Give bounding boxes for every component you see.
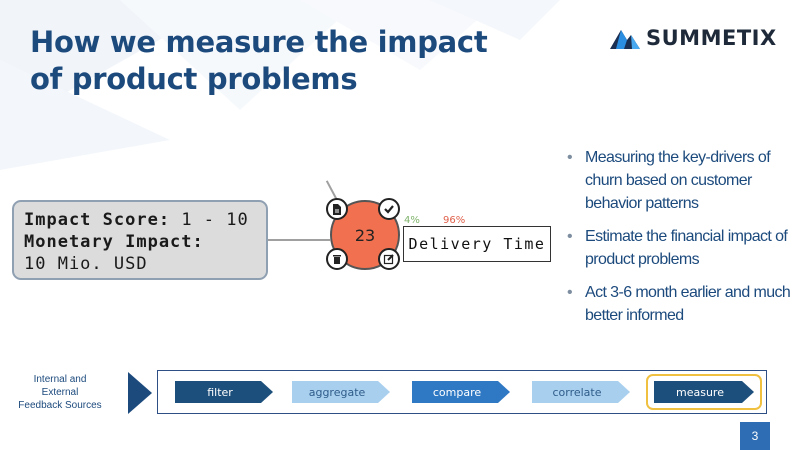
pipeline-step-label: measure	[676, 385, 724, 399]
impact-score-value: 1 - 10	[181, 210, 249, 230]
trash-icon[interactable]	[326, 248, 348, 270]
impact-node[interactable]: 23	[326, 198, 400, 270]
impact-score-label: Impact Score:	[24, 210, 171, 230]
check-icon[interactable]	[378, 198, 400, 220]
chevron-right-icon	[128, 372, 152, 414]
impact-info-box: Impact Score: 1 - 10 Monetary Impact: 10…	[12, 200, 268, 280]
bullet-list: Measuring the key-drivers of churn based…	[565, 146, 797, 337]
sources-line: Feedback Sources	[18, 400, 102, 411]
document-icon[interactable]	[326, 198, 348, 220]
pipeline-step-label: correlate	[552, 385, 602, 399]
pipeline-step-label: aggregate	[308, 385, 366, 399]
pipeline-step-label: filter	[207, 385, 233, 399]
sources-line: External	[41, 387, 79, 398]
pipeline-step-compare[interactable]: compare	[412, 381, 510, 403]
slide-title-line2: of product problems	[30, 62, 358, 96]
mountain-logo-icon	[610, 30, 640, 49]
percent-negative: 96%	[443, 215, 466, 226]
slide-title-line1: How we measure the impact	[30, 25, 488, 59]
page-number: 3	[740, 422, 770, 450]
slide-title: How we measure the impact of product pro…	[30, 24, 530, 98]
pipeline-arrow-shape	[412, 381, 510, 403]
measure-highlight	[646, 374, 762, 410]
logo-text: SUMMETIX	[646, 26, 777, 50]
bullet-item: Measuring the key-drivers of churn based…	[565, 146, 797, 215]
summetix-logo: SUMMETIX	[610, 24, 777, 52]
pipeline-step-label: compare	[432, 385, 482, 399]
connector-line	[268, 239, 330, 241]
pipeline-arrow-shape	[292, 381, 390, 403]
bullet-item: Act 3-6 month earlier and much better in…	[565, 281, 797, 327]
feedback-sources-label: Internal and External Feedback Sources	[12, 373, 108, 412]
pipeline-arrow-shape	[654, 381, 754, 403]
delivery-time-label: Delivery Time	[403, 226, 551, 262]
pipeline-step-measure[interactable]: measure	[654, 381, 754, 403]
pipeline-step-correlate[interactable]: correlate	[532, 381, 630, 403]
monetary-impact-value: 10 Mio. USD	[24, 254, 148, 274]
pipeline-arrow-shape	[532, 381, 630, 403]
pipeline-step-filter[interactable]: filter	[175, 381, 273, 403]
edit-icon[interactable]	[378, 248, 400, 270]
pipeline-arrow-shape	[175, 381, 273, 403]
percent-positive: 4%	[404, 215, 420, 226]
monetary-impact-label: Monetary Impact:	[24, 232, 204, 252]
sources-line: Internal and	[33, 374, 87, 385]
pipeline-step-aggregate[interactable]: aggregate	[292, 381, 390, 403]
bullet-item: Estimate the financial impact of product…	[565, 225, 797, 271]
node-value: 23	[354, 225, 376, 245]
